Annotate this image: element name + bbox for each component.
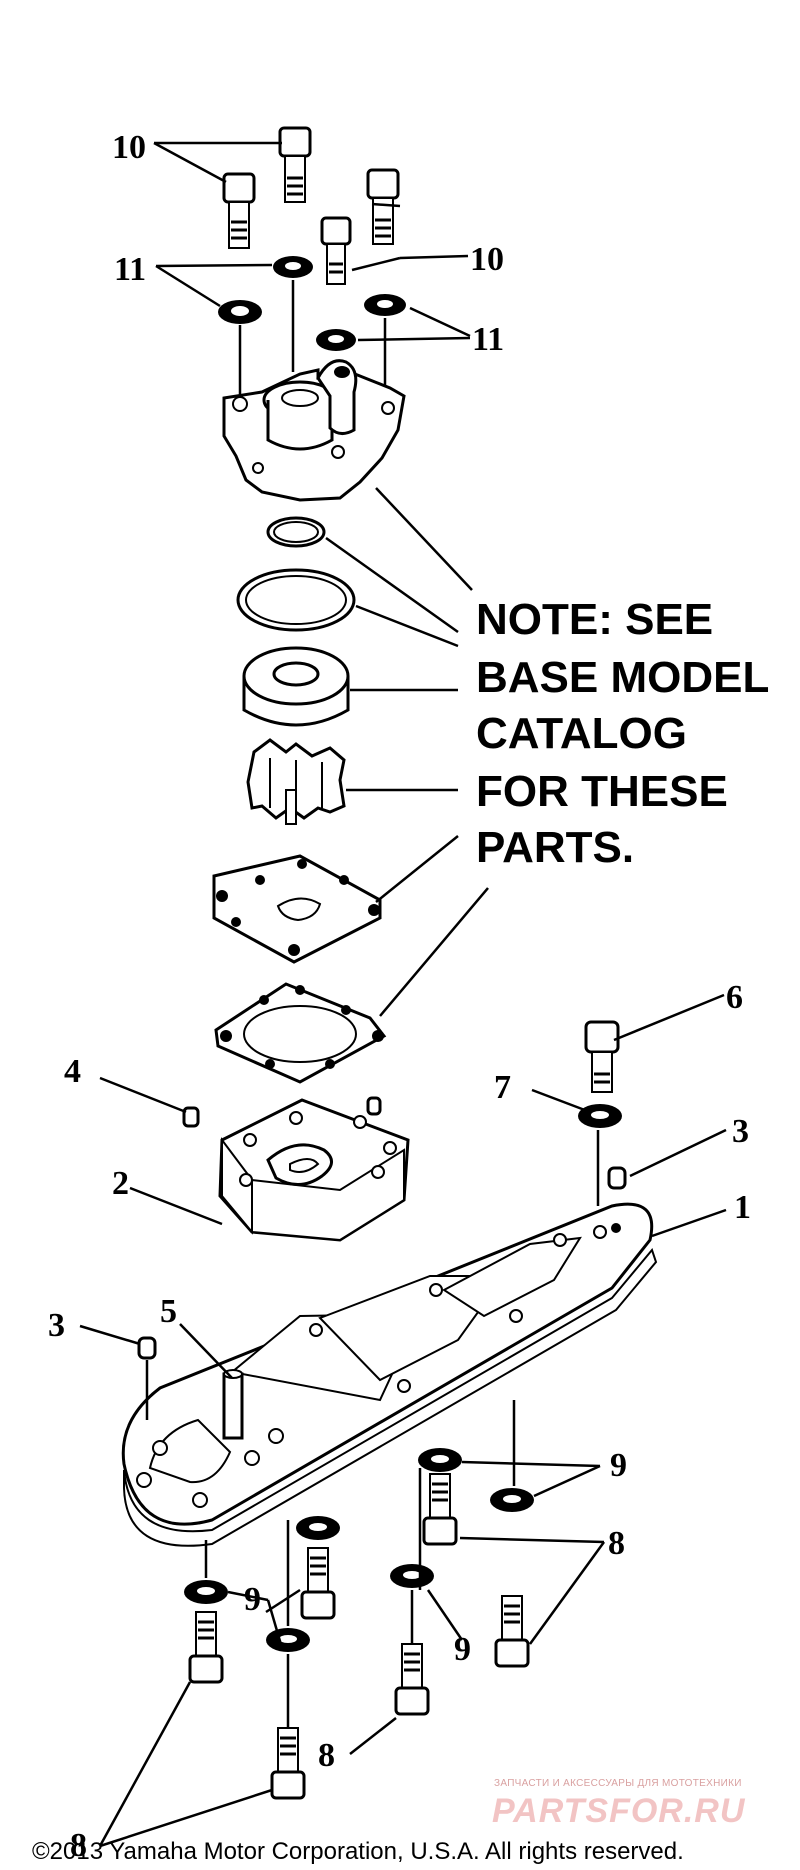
outer-plate-gasket [212, 854, 382, 964]
callout-6: 6 [726, 979, 743, 1016]
bolt-8-b [494, 1595, 530, 1668]
washer-11-top [273, 256, 313, 278]
dowel-pin-3-right [607, 1166, 627, 1190]
callout-11-right: 11 [472, 321, 504, 358]
callout-8-center: 8 [318, 1737, 335, 1774]
washer-7 [578, 1104, 622, 1128]
dowel-pin-3-left [137, 1336, 157, 1360]
note-line-4: FOR THESE [476, 767, 728, 816]
bolt-10-right [366, 168, 400, 245]
dowel-pin-plate [366, 1096, 382, 1116]
washer-9-a [418, 1448, 462, 1472]
bolt-10-left [222, 172, 256, 249]
bolt-8-f [270, 1727, 306, 1800]
callout-3-left: 3 [48, 1307, 65, 1344]
lower-casing-base-plate [121, 1202, 658, 1547]
washer-11-left [218, 300, 262, 324]
washer-9-f [266, 1628, 310, 1652]
washer-9-b [490, 1488, 534, 1512]
callout-8-right: 8 [608, 1525, 625, 1562]
watermark-brand: PARTSFOR.RU [492, 1792, 746, 1830]
bolt-10-top-center [278, 126, 312, 203]
pump-housing [222, 359, 406, 502]
callout-8-left: 8 [70, 1827, 87, 1864]
callout-1: 1 [734, 1189, 751, 1226]
impeller-insert-cartridge [242, 646, 350, 727]
callout-7: 7 [494, 1069, 511, 1106]
callout-10-right: 10 [470, 241, 504, 278]
note-line-5: PARTS. [476, 823, 634, 872]
note-line-1: NOTE: SEE [476, 595, 713, 644]
watermark-tagline: ЗАПЧАСТИ И АКСЕССУАРЫ ДЛЯ МОТОТЕХНИКИ [494, 1778, 742, 1789]
callout-5: 5 [160, 1293, 177, 1330]
callout-4: 4 [64, 1053, 81, 1090]
washer-9-c [296, 1516, 340, 1540]
callout-9-upper: 9 [610, 1447, 627, 1484]
small-o-ring [266, 516, 326, 548]
bolt-8-c [300, 1547, 336, 1620]
pump-base-plate [218, 1098, 410, 1242]
callout-3-right: 3 [732, 1113, 749, 1150]
note-line-2: BASE MODEL [476, 653, 769, 702]
bolt-10-center [320, 216, 352, 285]
washer-9-e [390, 1564, 434, 1588]
impeller [246, 738, 346, 825]
dowel-pin-4 [182, 1106, 200, 1128]
washer-9-d [184, 1580, 228, 1604]
callout-2: 2 [112, 1165, 129, 1202]
washer-11-center [316, 329, 356, 351]
pin-5 [222, 1369, 244, 1440]
bolt-8-d [188, 1611, 224, 1684]
copyright-notice: ©2013 Yamaha Motor Corporation, U.S.A. A… [32, 1838, 684, 1865]
pump-base-gasket [214, 982, 387, 1084]
note-line-3: CATALOG [476, 709, 687, 758]
callout-11-left: 11 [114, 251, 146, 288]
bolt-8-e [394, 1643, 430, 1716]
bolt-6 [584, 1020, 620, 1093]
washer-11-right [364, 294, 406, 316]
callout-9-center: 9 [454, 1631, 471, 1668]
callout-9-left: 9 [244, 1581, 261, 1618]
bolt-8-a [422, 1473, 458, 1546]
leader-lines [79, 141, 727, 1848]
callout-10-left: 10 [112, 129, 146, 166]
large-o-ring [236, 568, 356, 632]
